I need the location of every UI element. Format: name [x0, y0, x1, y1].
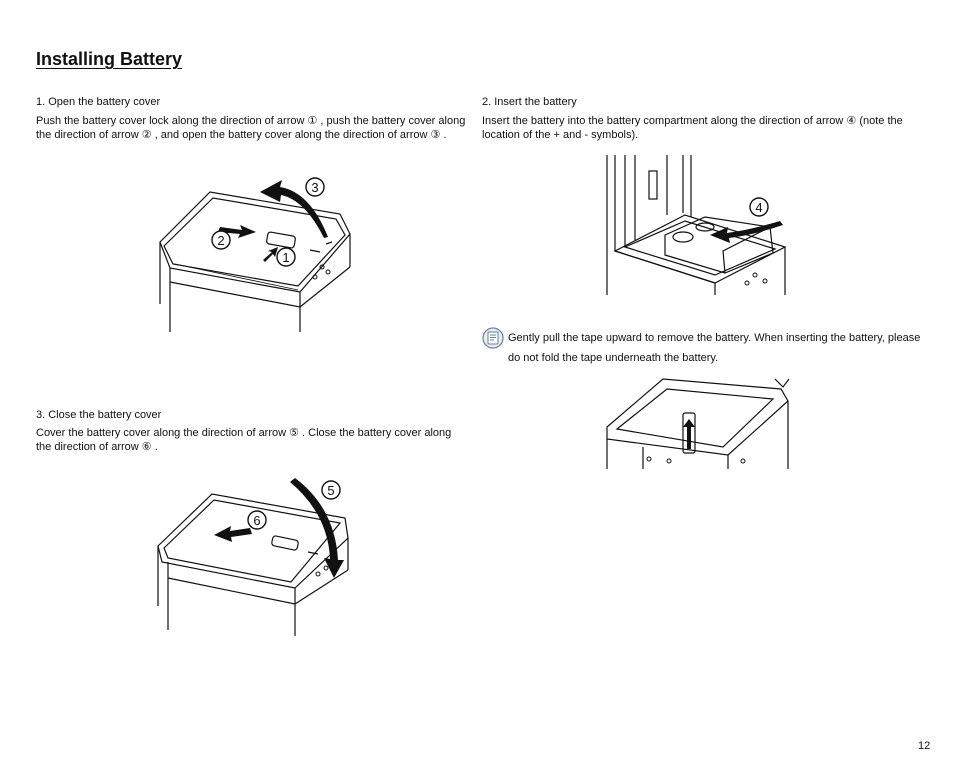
step-3-heading: 3. Close the battery cover: [36, 409, 162, 421]
arrow-6: [214, 526, 252, 542]
arrow-1: [263, 247, 278, 262]
step-2-heading: 2. Insert the battery: [482, 96, 577, 108]
insert-battery-illustration: 4: [606, 155, 787, 295]
page-title: Installing Battery: [36, 49, 183, 69]
fig2-label-4: 4: [755, 200, 762, 215]
page-number: 12: [918, 740, 931, 752]
arrow-4: [710, 221, 783, 243]
arrow-2: [218, 225, 256, 238]
tape-arrow: [683, 419, 695, 449]
fig1-label-3: 3: [311, 180, 318, 195]
step-1-text: Push the battery cover lock along the di…: [36, 115, 466, 141]
open-cover-illustration: 1 2 3: [159, 177, 351, 332]
step-1-heading: 1. Open the battery cover: [36, 96, 161, 108]
fig1-label-2: 2: [217, 233, 224, 248]
arrow-5: [290, 478, 344, 578]
fig1-label-1: 1: [282, 250, 289, 265]
fig4-label-5: 5: [327, 483, 334, 498]
close-cover-illustration: 5 6: [157, 478, 349, 636]
note-text: Gently pull the tape upward to remove th…: [508, 332, 921, 364]
arrow-3: [260, 180, 328, 238]
step-2-text: Insert the battery into the battery comp…: [482, 115, 903, 141]
step-3-text: Cover the battery cover along the direct…: [36, 427, 452, 453]
fig4-label-6: 6: [253, 513, 260, 528]
note-icon: [482, 327, 504, 349]
battery-tape-illustration: [606, 378, 790, 469]
